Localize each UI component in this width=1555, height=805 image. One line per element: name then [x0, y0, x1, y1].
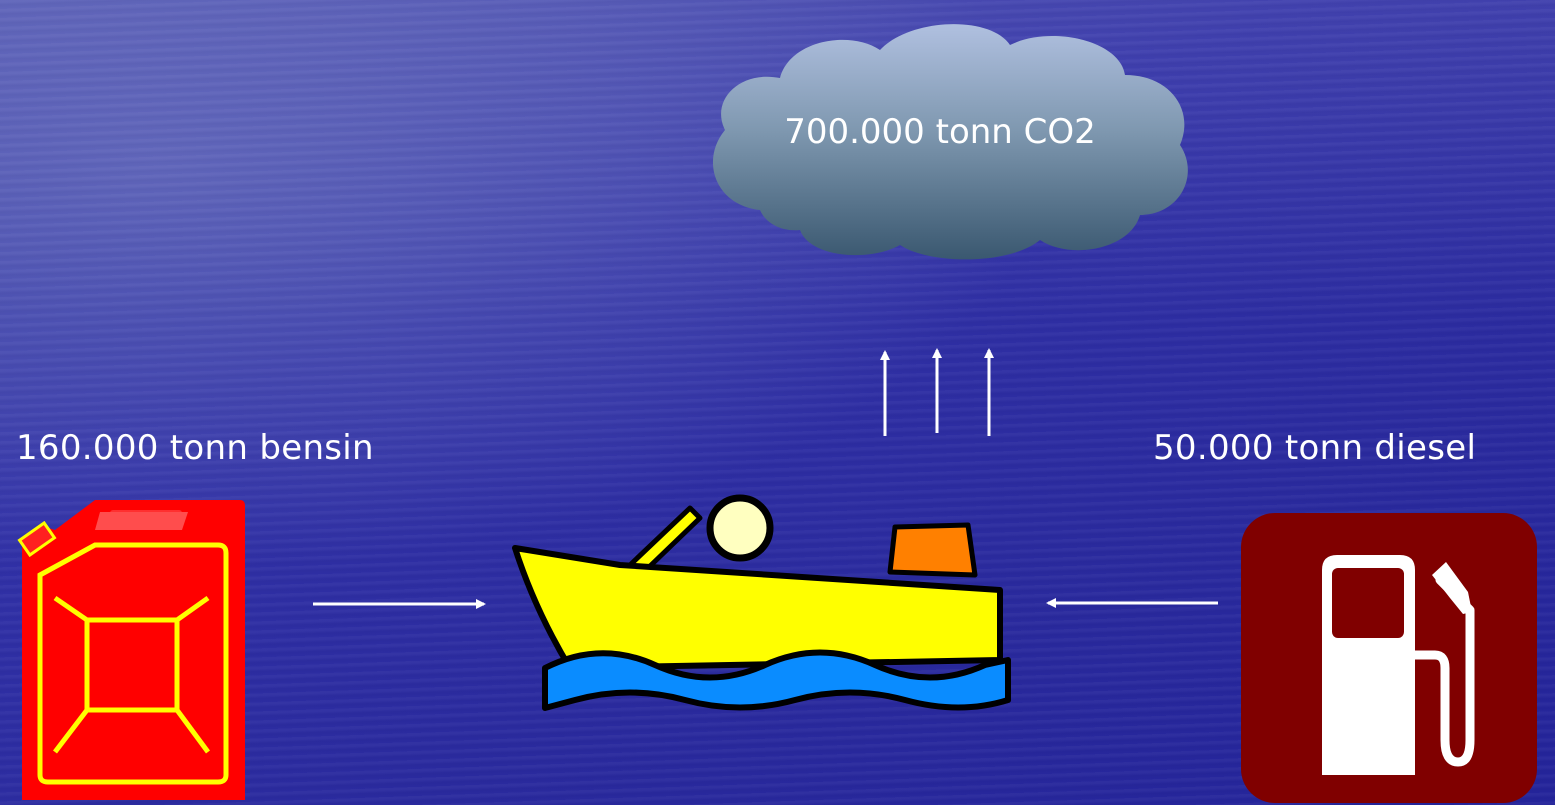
- fuel-pump-icon: [1241, 513, 1537, 803]
- petrol-label: 160.000 tonn bensin: [16, 428, 374, 468]
- diesel-label: 50.000 tonn diesel: [1153, 428, 1477, 468]
- motorboat-icon: [512, 494, 1011, 711]
- co2-label: 700.000 tonn CO2: [784, 112, 1096, 152]
- emission-arrows: [880, 348, 994, 436]
- jerrycan-icon: [17, 500, 245, 800]
- co2-cloud: [712, 24, 1188, 260]
